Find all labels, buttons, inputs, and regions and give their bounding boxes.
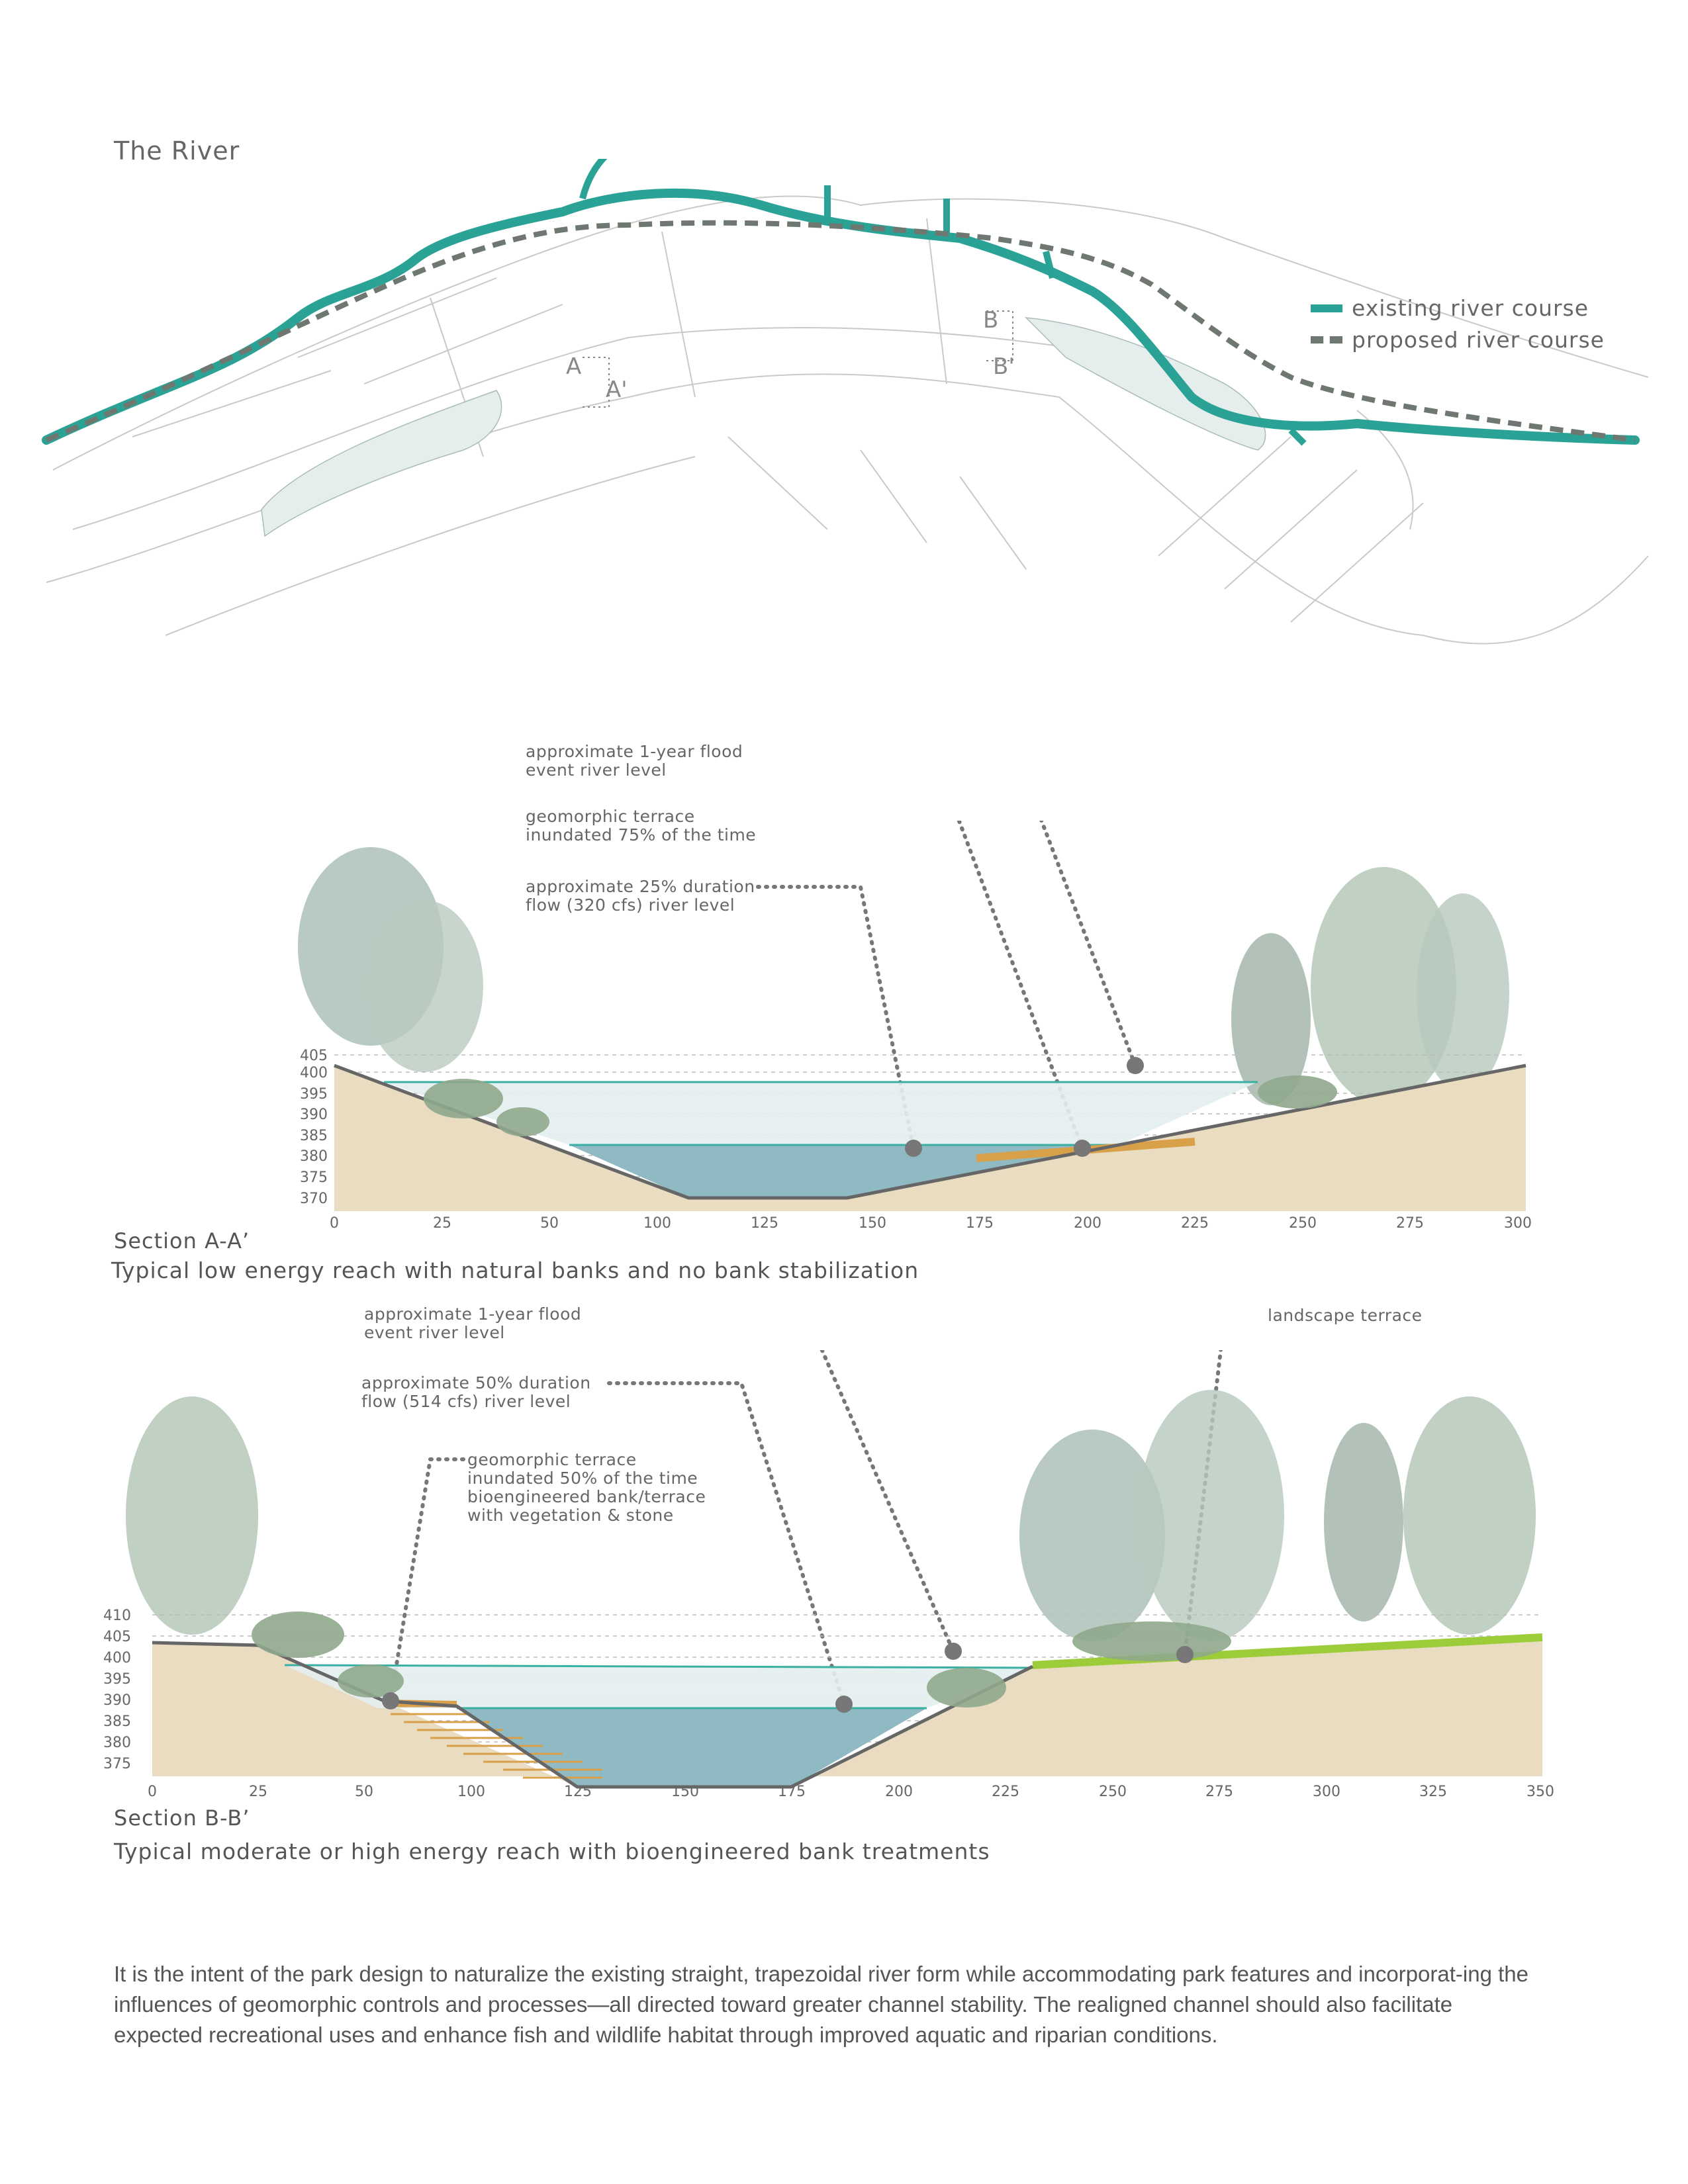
section-b-x-tick: 125: [564, 1784, 592, 1800]
section-b-x-axis: 0 25 50 100 125 150 175 200 225 250 275 …: [148, 1784, 1554, 1800]
section-a-diagram: 405 400 395 390 385 380 375 370 0 25 50 …: [298, 821, 1532, 1231]
section-a-x-tick: 250: [1289, 1215, 1317, 1231]
section-a-trees: [298, 847, 1509, 1105]
legend-existing-label: existing river course: [1352, 295, 1589, 321]
section-a-y-tick: 375: [300, 1169, 328, 1186]
section-b-x-tick: 325: [1419, 1784, 1447, 1800]
legend-existing-swatch: [1311, 304, 1342, 312]
section-a-title: Section A-A’: [114, 1228, 250, 1253]
section-a-y-axis: 405 400 395 390 385 380 375 370: [300, 1048, 328, 1207]
section-a-x-tick: 125: [751, 1215, 778, 1231]
section-a-annotation-terrace: geomorphic terrace inundated 75% of the …: [526, 807, 757, 844]
section-a-x-tick: 275: [1396, 1215, 1424, 1231]
section-b-y-tick: 375: [103, 1756, 131, 1772]
section-b-annotation-duration: approximate 50% duration flow (514 cfs) …: [361, 1373, 591, 1411]
section-b-y-tick: 400: [103, 1650, 131, 1666]
intro-paragraph: It is the intent of the park design to n…: [114, 1962, 1528, 2047]
section-a-shrubs: [424, 1075, 1337, 1136]
section-b-landscape-terrace: [1032, 1633, 1543, 1669]
section-a-marker-right: A': [606, 377, 628, 403]
section-a-marker-terrace: [1074, 1140, 1091, 1157]
page-title: The River: [114, 136, 240, 165]
section-b-soil: [152, 1641, 1542, 1787]
section-b-x-tick: 0: [148, 1784, 157, 1800]
legend-proposed-label: proposed river course: [1352, 327, 1605, 353]
section-b-flood-level: [284, 1664, 1033, 1669]
section-a-x-tick: 50: [540, 1215, 559, 1231]
section-a-x-tick: 0: [330, 1215, 339, 1231]
section-b-x-tick: 225: [992, 1784, 1019, 1800]
section-a-x-tick: 150: [859, 1215, 886, 1231]
section-b-x-tick: 175: [778, 1784, 806, 1800]
section-b-leader-lines: [389, 1350, 1223, 1706]
existing-river-tributaries: [579, 159, 1307, 446]
section-a-x-axis: 0 25 50 100 125 150 175 200 225 250 275 …: [330, 1215, 1532, 1231]
park-lawn-areas: [261, 317, 1266, 537]
section-b-x-tick: 200: [885, 1784, 913, 1800]
section-b-x-tick: 150: [671, 1784, 699, 1800]
legend-proposed: proposed river course: [1311, 327, 1605, 353]
section-a-y-tick: 395: [300, 1086, 328, 1103]
section-b-y-tick: 405: [103, 1629, 131, 1645]
section-a-x-tick: 225: [1181, 1215, 1209, 1231]
section-b-subtitle: Typical moderate or high energy reach wi…: [114, 1839, 990, 1864]
section-a-soil: [334, 1066, 1526, 1211]
section-b-x-tick: 250: [1099, 1784, 1127, 1800]
section-a-flood-zone: [384, 1082, 1258, 1145]
section-b-x-tick: 25: [249, 1784, 267, 1800]
map-background: [46, 195, 1649, 645]
section-b-marker-left: B: [983, 307, 998, 334]
section-b-y-tick: 380: [103, 1735, 131, 1751]
existing-river-course: [42, 188, 1640, 445]
section-b-marker-terrace: [382, 1692, 399, 1709]
section-a-x-tick: 175: [966, 1215, 994, 1231]
section-a-x-tick: 200: [1074, 1215, 1102, 1231]
section-a-y-tick: 380: [300, 1148, 328, 1165]
proposed-river-course: [45, 220, 1636, 443]
section-b-x-tick: 50: [355, 1784, 373, 1800]
section-b-water: [457, 1708, 927, 1787]
section-b-y-tick: 385: [103, 1713, 131, 1730]
legend-proposed-swatch: [1311, 336, 1342, 343]
section-b-y-tick: 390: [103, 1692, 131, 1709]
section-a-y-tick: 405: [300, 1048, 328, 1064]
section-a-y-tick: 390: [300, 1107, 328, 1123]
section-a-x-tick: 25: [433, 1215, 451, 1231]
legend-existing: existing river course: [1311, 295, 1589, 321]
section-b-marker-duration: [835, 1696, 853, 1713]
river-site-map: A A' B B': [42, 159, 1649, 645]
section-b-marker-landscape: [1176, 1646, 1194, 1663]
section-a-marker-flood: [1127, 1057, 1144, 1074]
section-a-x-tick: 100: [643, 1215, 671, 1231]
section-a-annotation-flood: approximate 1-year flood event river lev…: [526, 742, 743, 780]
section-b-marker-right: B': [993, 353, 1015, 380]
section-b-marker-flood: [945, 1643, 962, 1660]
section-a-y-tick: 370: [300, 1191, 328, 1207]
section-a-subtitle: Typical low energy reach with natural ba…: [111, 1257, 919, 1283]
section-a-x-tick: 300: [1504, 1215, 1532, 1231]
section-a-leader-lines: [756, 821, 1137, 1150]
section-b-x-tick: 275: [1205, 1784, 1233, 1800]
section-b-diagram: 410 405 400 395 390 385 380 375 0 25 50 …: [103, 1350, 1554, 1800]
section-b-y-tick: 395: [103, 1671, 131, 1688]
section-b-x-tick: 100: [457, 1784, 485, 1800]
section-a-marker-duration: [905, 1140, 922, 1157]
section-a-y-tick: 385: [300, 1128, 328, 1144]
section-b-annotation-landscape: landscape terrace: [1268, 1306, 1423, 1325]
section-b-x-tick: 350: [1526, 1784, 1554, 1800]
section-b-trees: [126, 1390, 1536, 1641]
section-a-annotation-duration: approximate 25% duration flow (320 cfs) …: [526, 877, 755, 915]
section-b-annotation-flood: approximate 1-year flood event river lev…: [364, 1304, 582, 1342]
section-b-y-axis: 410 405 400 395 390 385 380 375: [103, 1608, 131, 1772]
section-a-marker-left: A: [566, 353, 581, 380]
section-b-annotation-terrace: geomorphic terrace inundated 50% of the …: [467, 1450, 706, 1525]
section-b-title: Section B-B’: [114, 1805, 250, 1831]
section-b-y-tick: 410: [103, 1608, 131, 1624]
section-a-y-tick: 400: [300, 1065, 328, 1081]
section-b-x-tick: 300: [1313, 1784, 1340, 1800]
